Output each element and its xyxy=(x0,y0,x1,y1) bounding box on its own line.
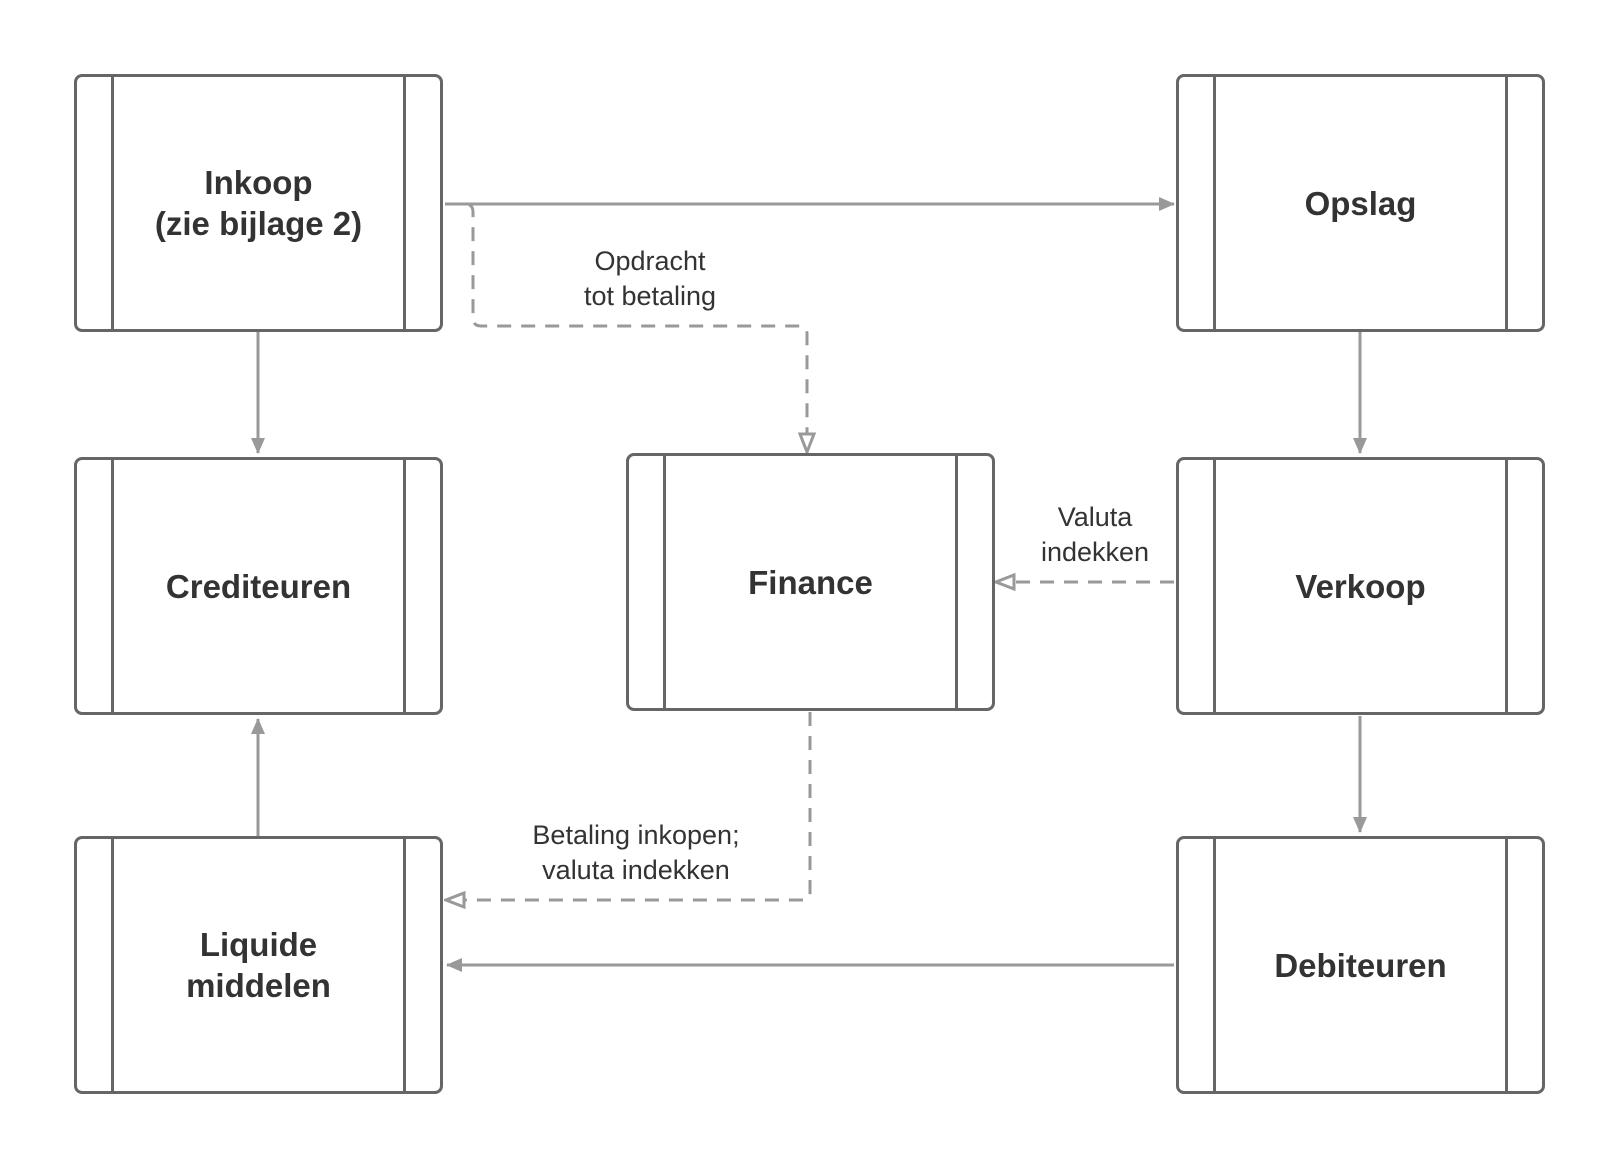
node-right-bar xyxy=(1505,460,1508,712)
node-left-bar xyxy=(1213,460,1216,712)
node-opslag[interactable]: Opslag xyxy=(1176,74,1545,332)
node-right-bar xyxy=(955,456,958,708)
node-left-bar xyxy=(1213,77,1216,329)
edge-label-opdracht: Opdracht tot betaling xyxy=(583,246,717,311)
node-right-bar xyxy=(403,839,406,1091)
node-left-bar xyxy=(1213,839,1216,1091)
edge-label-valuta: Valuta indekken xyxy=(1040,502,1150,567)
node-left-bar xyxy=(111,460,114,712)
node-verkoop-label: Verkoop xyxy=(1295,567,1426,605)
node-opslag-label: Opslag xyxy=(1304,184,1417,222)
node-right-bar xyxy=(403,460,406,712)
node-inkoop[interactable]: Inkoop (zie bijlage 2) xyxy=(74,74,443,332)
node-left-bar xyxy=(663,456,666,708)
node-crediteuren[interactable]: Crediteuren xyxy=(74,457,443,715)
node-finance[interactable]: Finance xyxy=(626,453,995,711)
node-crediteuren-label: Crediteuren xyxy=(165,567,352,605)
node-left-bar xyxy=(111,839,114,1091)
node-verkoop[interactable]: Verkoop xyxy=(1176,457,1545,715)
node-debiteuren-label: Debiteuren xyxy=(1274,946,1447,984)
edge-label-betaling: Betaling inkopen; valuta indekken xyxy=(532,820,740,885)
node-finance-label: Finance xyxy=(748,563,873,601)
edge-finance-liquide xyxy=(446,712,812,900)
node-debiteuren[interactable]: Debiteuren xyxy=(1176,836,1545,1094)
node-right-bar xyxy=(403,77,406,329)
node-right-bar xyxy=(1505,839,1508,1091)
node-left-bar xyxy=(111,77,114,329)
edge-inkoop-finance xyxy=(445,202,807,452)
node-inkoop-label: Inkoop (zie bijlage 2) xyxy=(154,164,363,242)
node-liquide[interactable]: Liquide middelen xyxy=(74,836,443,1094)
node-right-bar xyxy=(1505,77,1508,329)
node-liquide-label: Liquide middelen xyxy=(186,926,331,1004)
